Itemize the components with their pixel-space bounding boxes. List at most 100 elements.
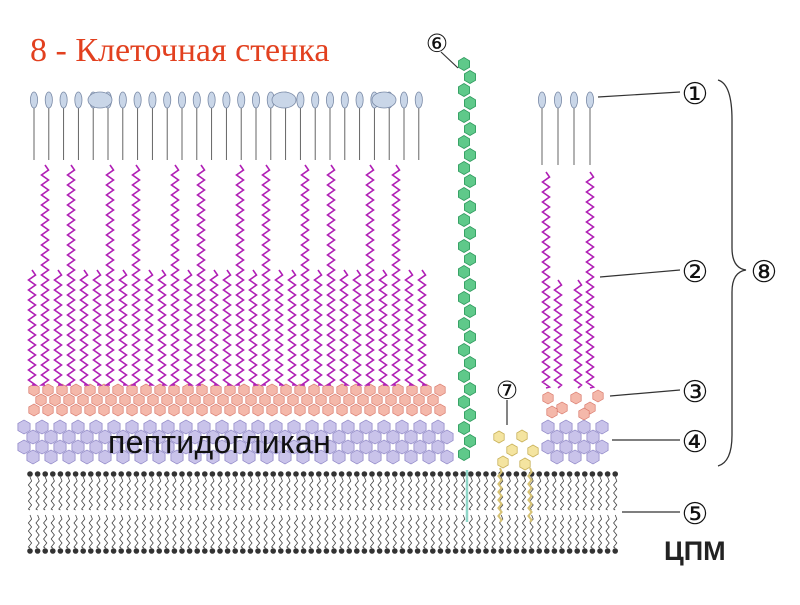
membrane-tail-top (537, 476, 542, 511)
membrane-tail-top (491, 476, 496, 511)
peptidoglycan-unit (359, 439, 373, 455)
membrane-head-top (521, 471, 527, 477)
peptidoglycan-unit (62, 429, 76, 445)
membrane-head-bottom (483, 548, 489, 554)
lipid-a-unit (350, 403, 362, 417)
membrane-head-bottom (597, 548, 603, 554)
membrane-head-top (437, 471, 444, 477)
lipid-a-unit (196, 383, 208, 397)
peptidoglycan-unit (53, 419, 67, 435)
membrane-head-top (133, 471, 140, 477)
lipid-a-unit (364, 403, 376, 417)
lipid-a-unit (570, 391, 582, 405)
peptidoglycan-unit (314, 429, 328, 445)
lipid-a-unit (259, 393, 271, 407)
peptidoglycan-unit (233, 419, 247, 435)
membrane-head-top (574, 471, 580, 477)
membrane-tail-bottom (453, 514, 458, 549)
membrane-tail-top (248, 476, 253, 511)
teichoic-acid-unit (457, 317, 471, 331)
lipid-a-unit (28, 403, 40, 417)
peptidoglycan-unit (323, 439, 337, 455)
o-antigen-chain (53, 269, 64, 386)
lipid-a-unit (420, 383, 432, 397)
o-antigen-chain (541, 171, 552, 389)
membrane-tail-bottom (179, 514, 185, 549)
o-antigen-chain (130, 164, 141, 386)
membrane-tail-top (103, 476, 109, 511)
membrane-head-top (27, 471, 33, 477)
membrane-head-top (399, 471, 406, 477)
teichoic-acid-unit (457, 343, 471, 357)
membrane-tail-top (35, 476, 40, 511)
peptidoglycan-unit (161, 419, 175, 435)
membrane-tail-top (255, 476, 261, 511)
membrane-head-top (50, 471, 56, 477)
membrane-tail-bottom (369, 514, 375, 549)
surface-head (222, 91, 231, 109)
lipid-a-unit (49, 393, 61, 407)
teichoic-acid-unit (463, 226, 477, 240)
membrane-head-bottom (156, 548, 162, 554)
lipid-a-unit (280, 403, 292, 417)
lipid-a-unit (84, 383, 96, 397)
membrane-head-bottom (437, 548, 444, 554)
peptidoglycan-unit (395, 439, 409, 455)
membrane-tail-bottom (613, 514, 618, 549)
teichoic-acid-unit (457, 421, 471, 435)
lipid-a-unit (322, 383, 334, 397)
peptidoglycan-unit (305, 419, 319, 435)
peptidoglycan-unit (116, 449, 130, 465)
surface-head (207, 91, 216, 109)
lipid-a-unit (546, 405, 558, 419)
o-antigen-chain (287, 269, 298, 386)
membrane-head-bottom (566, 548, 573, 554)
membrane-tail-top (172, 476, 177, 511)
membrane-head-bottom (171, 548, 178, 554)
membrane-tail-bottom (134, 514, 139, 549)
lipid-a-unit (308, 383, 320, 397)
membrane-tail-bottom (149, 514, 154, 549)
membrane-head-top (126, 471, 132, 477)
membrane-tail-bottom (286, 514, 291, 549)
peptidoglycan-unit (80, 449, 94, 465)
membrane-head-top (361, 471, 368, 477)
membrane-head-bottom (255, 548, 261, 554)
membrane-tail-bottom (483, 514, 489, 549)
lipid-a-unit (556, 401, 568, 415)
membrane-tail-bottom (27, 514, 33, 549)
membrane-tail-top (286, 476, 291, 511)
peptidoglycan-unit (125, 439, 139, 455)
membrane-tail-top (453, 476, 458, 511)
membrane-tail-bottom (255, 514, 261, 549)
o-antigen-chain (79, 269, 90, 386)
peptidoglycan-unit (143, 419, 157, 435)
membrane-head-top (460, 471, 467, 477)
membrane-tail-top (552, 476, 557, 511)
lipid-a-unit (350, 383, 362, 397)
membrane-tail-top (369, 476, 375, 511)
membrane-tail-bottom (552, 514, 557, 549)
cytoplasmic-membrane (27, 471, 618, 554)
membrane-tail-top (476, 476, 481, 511)
peptidoglycan-unit (17, 419, 31, 435)
lipid-a-unit (322, 403, 334, 417)
teichoic-acid-unit (463, 278, 477, 292)
lipid-a-unit (175, 393, 187, 407)
lipid-a-unit (308, 403, 320, 417)
o-antigen-chain (553, 279, 563, 389)
membrane-tail-top (483, 476, 489, 511)
membrane-head-bottom (445, 548, 451, 554)
peptidoglycan-unit (152, 429, 166, 445)
membrane-tail-top (263, 476, 268, 511)
lipid-a-unit (301, 393, 313, 407)
membrane-tail-top (134, 476, 139, 511)
membrane-head-top (270, 471, 277, 477)
lipoprotein-unit (497, 455, 509, 469)
o-antigen-chain (325, 164, 336, 386)
membrane-head-bottom (574, 548, 580, 554)
lipid-a-unit (70, 403, 82, 417)
o-antigen-chain (209, 269, 220, 386)
peptidoglycan-unit (377, 439, 391, 455)
peptidoglycan-unit (98, 429, 112, 445)
